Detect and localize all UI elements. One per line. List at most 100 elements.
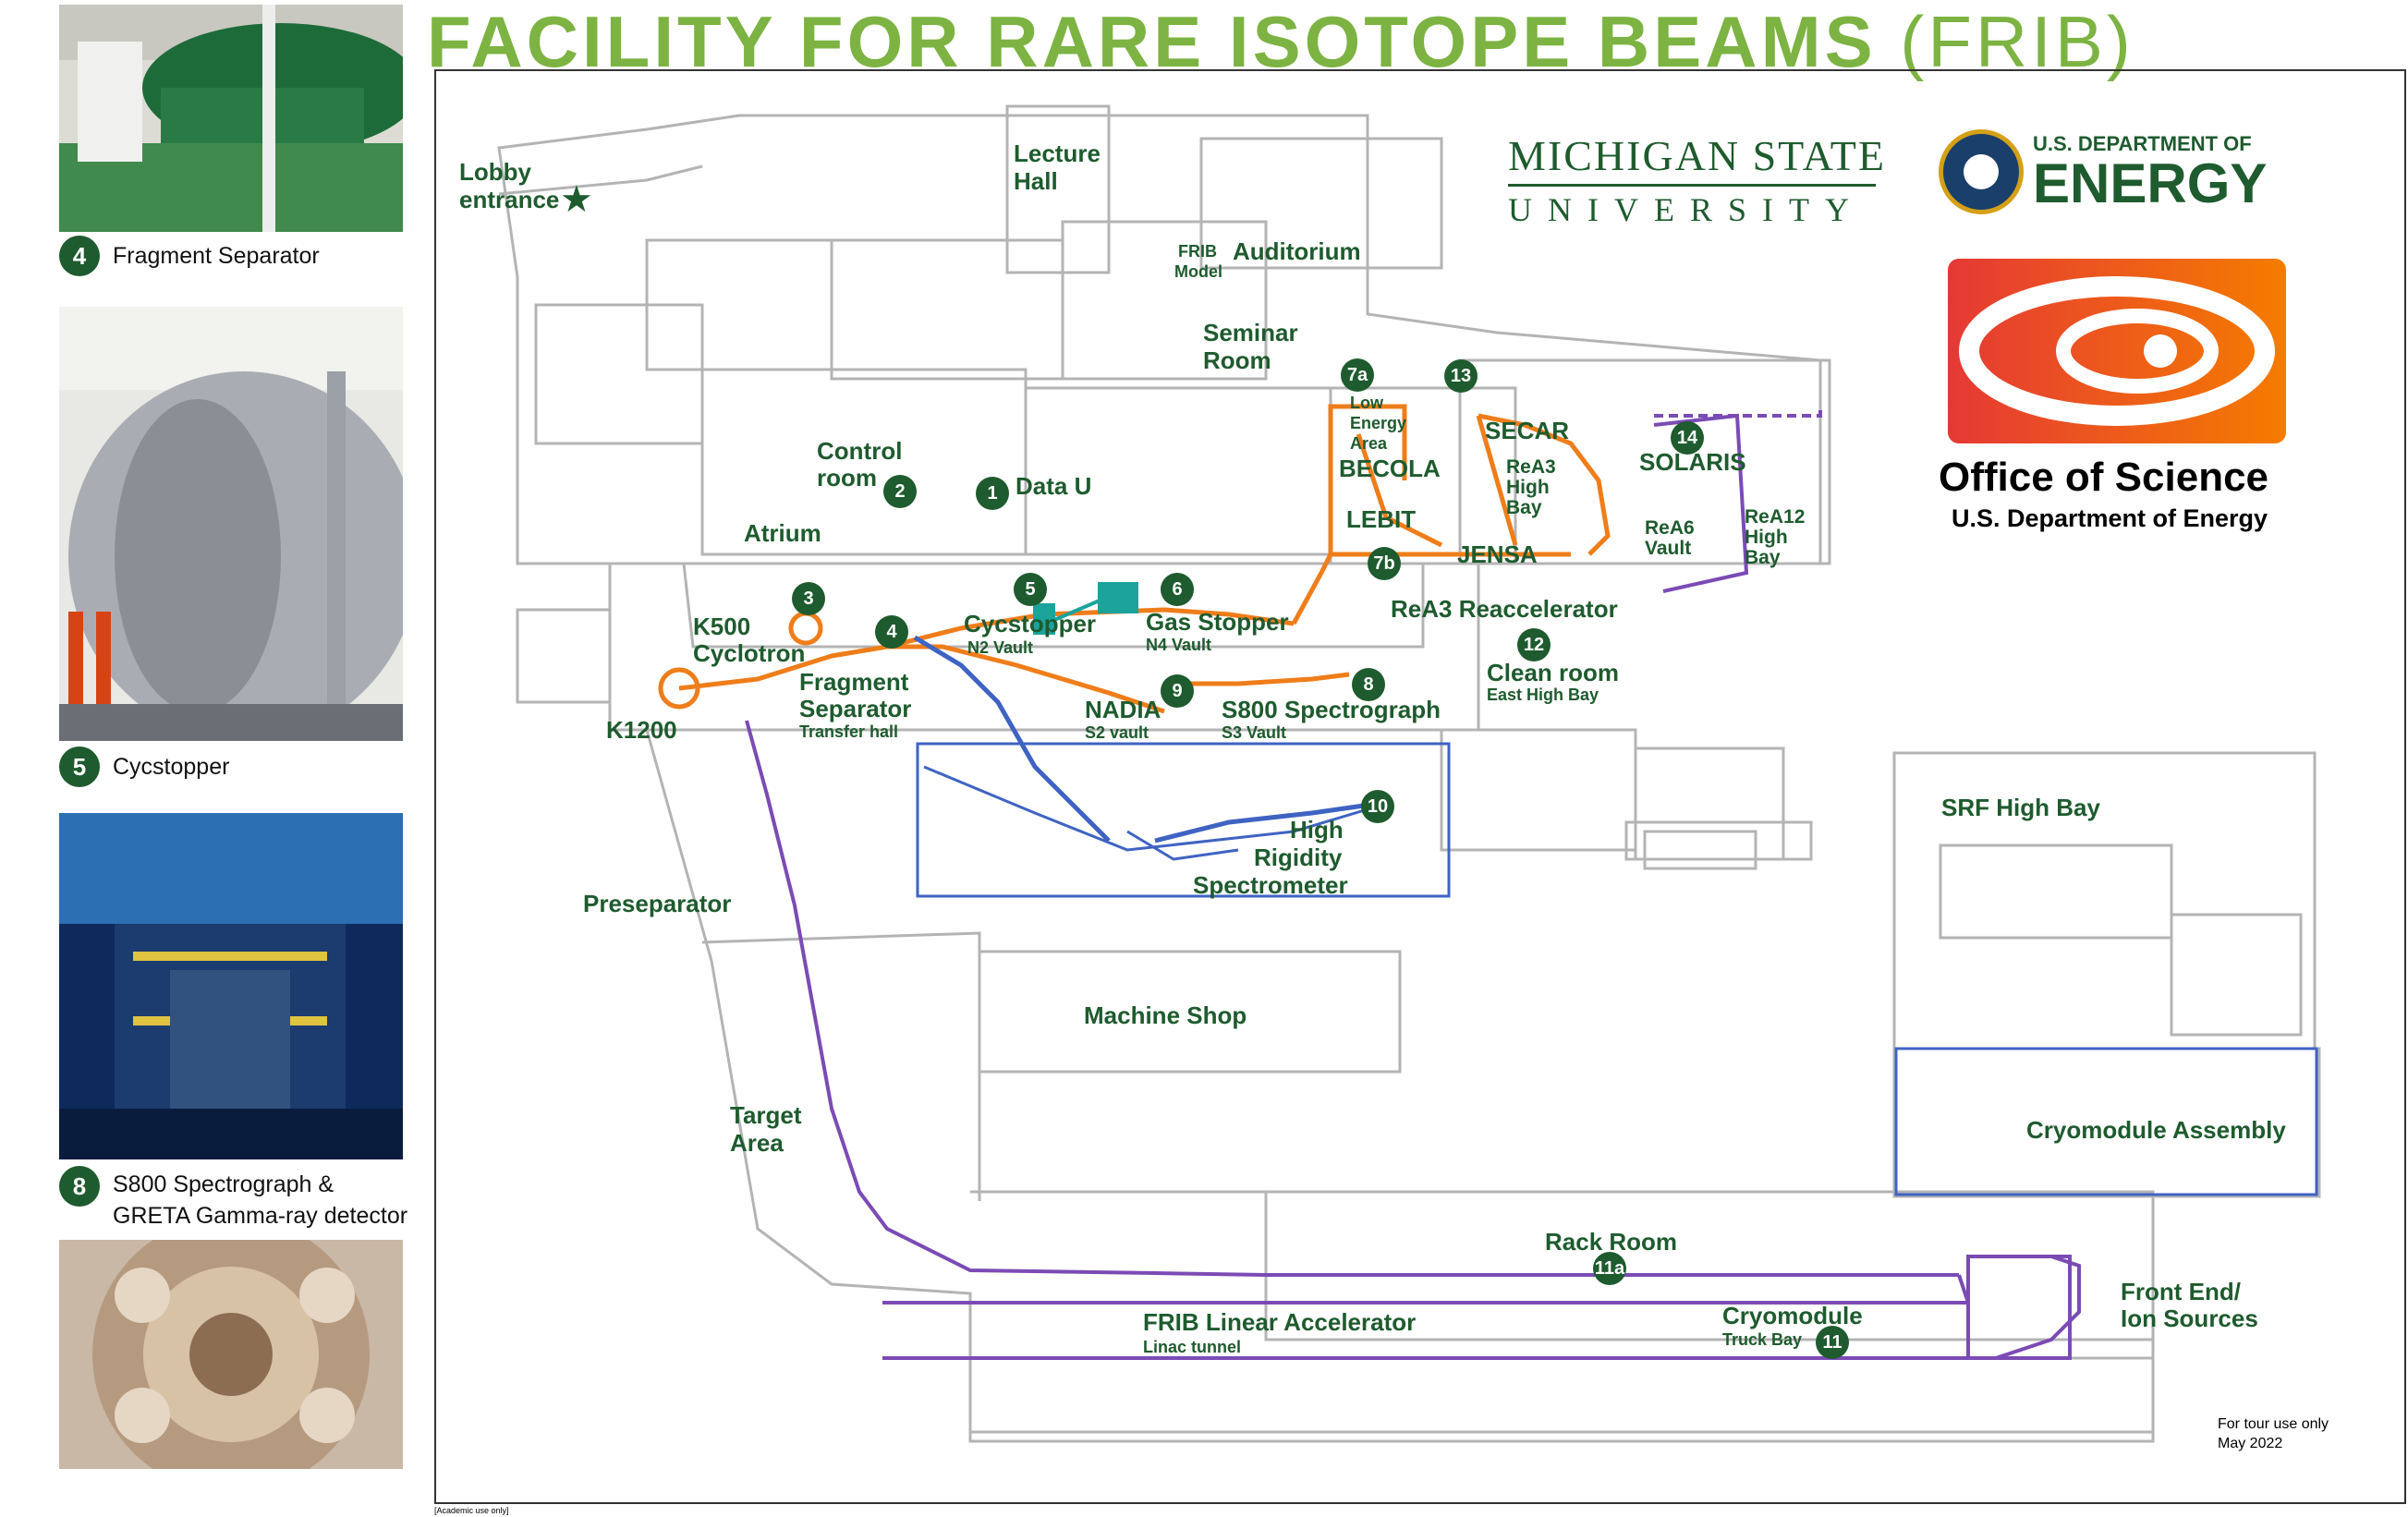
title-text: FACILITY FOR RARE ISOTOPE BEAMS [427,1,1877,82]
rea12-label-3: Bay [1745,547,1781,568]
secar-label: SECAR [1485,417,1570,444]
marker-11[interactable]: 11 [1816,1326,1849,1359]
becola-label: BECOLA [1339,455,1441,482]
s800-spectrograph-label: S800 Spectrograph [1222,696,1441,723]
marker-8[interactable]: 8 [1352,668,1385,701]
page-title: FACILITY FOR RARE ISOTOPE BEAMS (FRIB) [427,0,2134,84]
doe-logo: U.S. DEPARTMENT OF ENERGY [1939,129,2267,214]
marker-8-badge: 8 [59,1166,100,1207]
caption-line-1: S800 Spectrograph & [113,1171,334,1197]
marker-7a[interactable]: 7a [1341,358,1374,392]
frib-linac-label: FRIB Linear Accelerator [1143,1308,1417,1336]
frib-model-label-1: FRIB [1178,242,1217,261]
marker-14[interactable]: 14 [1671,421,1704,455]
msu-line-2: UNIVERSITY [1508,191,1865,228]
cryomodule-assembly-label: Cryomodule Assembly [2026,1116,2286,1144]
facility-map-frame [434,69,2406,1504]
fragment-label: Fragment [799,668,909,696]
control-label: Control [817,437,903,465]
hall-label: Hall [1014,167,1058,195]
msu-divider [1508,184,1876,187]
auditorium-label: Auditorium [1233,237,1361,265]
target-area-label: Area [730,1129,784,1157]
truck-bay-label: Truck Bay [1722,1330,1803,1349]
marker-6[interactable]: 6 [1161,573,1194,606]
lobby-label: Lobby [459,158,531,186]
caption-text-block: S800 Spectrograph & GRETA Gamma-ray dete… [113,1170,407,1232]
control-room-label: room [817,464,877,492]
caption-text: Cycstopper [113,754,230,780]
k500-label: K500 [693,613,751,640]
frib-model-label-2: Model [1174,262,1222,281]
marker-1[interactable]: 1 [976,477,1009,510]
cycstopper-photo [59,307,403,741]
marker-5[interactable]: 5 [1014,573,1047,606]
s2-vault-label: S2 vault [1085,723,1149,742]
low-energy-label-3: Area [1350,434,1388,453]
hrs-label-3: Spectrometer [1193,871,1348,899]
doe-line-1: U.S. DEPARTMENT OF [2033,132,2252,155]
caption-cycstopper: 5 Cycstopper [59,746,229,787]
target-label: Target [730,1101,802,1129]
lobby-entrance-label: entrance [459,186,560,213]
front-end-label: Front End/ [2121,1278,2241,1305]
n2-vault-label: N2 Vault [967,638,1034,657]
lebit-label: LEBIT [1346,505,1417,533]
low-energy-label-2: Energy [1350,414,1407,432]
caption-line-2: GRETA Gamma-ray detector [113,1202,408,1229]
doe-text: U.S. DEPARTMENT OF ENERGY [2033,132,2267,212]
linac-tunnel-label: Linac tunnel [1143,1338,1242,1356]
marker-5-badge: 5 [59,746,100,787]
oos-line-1: Office of Science [1939,455,2269,500]
lecture-label: Lecture [1014,140,1101,167]
rack-room-label: Rack Room [1545,1228,1678,1256]
separator-label: Separator [799,695,912,722]
msu-line-1: MICHIGAN STATE [1508,132,1886,179]
k1200-label: K1200 [606,716,677,744]
rea6-vault-label-2: Vault [1645,538,1692,559]
seminar-label: Seminar [1203,319,1298,346]
msu-logo: MICHIGAN STATE UNIVERSITY [1508,131,1886,229]
marker-3[interactable]: 3 [792,582,825,615]
marker-12[interactable]: 12 [1517,628,1551,661]
east-high-bay-label: East High Bay [1487,686,1599,704]
rea3-high-bay-label-3: Bay [1506,497,1542,518]
transfer-hall-label: Transfer hall [799,722,899,741]
marker-2[interactable]: 2 [883,475,917,508]
title-abbr: (FRIB) [1900,1,2134,82]
nadia-label: NADIA [1085,696,1161,723]
marker-13[interactable]: 13 [1444,359,1478,393]
oos-line-2: U.S. Department of Energy [1952,504,2268,532]
marker-11a[interactable]: 11a [1593,1252,1626,1285]
srf-high-bay-label: SRF High Bay [1941,794,2100,821]
office-of-science-logo-icon [1948,259,2286,443]
data-u-label: Data U [1015,472,1092,500]
n4-vault-label: N4 Vault [1146,636,1212,654]
atrium-label: Atrium [744,519,821,547]
seminar-room-label: Room [1203,346,1271,374]
rea3-high-bay-label-1: ReA3 [1506,456,1556,478]
hrs-label-1: High [1290,816,1344,843]
marker-7b[interactable]: 7b [1368,547,1401,580]
tour-use-line-2: May 2022 [2218,1435,2283,1451]
doe-seal-icon [1939,129,2024,214]
marker-9[interactable]: 9 [1161,674,1194,708]
caption-fragment-separator: 4 Fragment Separator [59,236,320,276]
tour-use-line-1: For tour use only [2218,1416,2329,1432]
cyclotron-label: Cyclotron [693,639,806,667]
rea12-label-2: High [1745,527,1788,548]
clean-room-label: Clean room [1487,659,1620,686]
caption-text: Fragment Separator [113,243,320,269]
greta-detector-photo [59,1240,403,1469]
fragment-separator-photo [59,5,403,232]
machine-shop-label: Machine Shop [1084,1001,1247,1029]
preseparator-label: Preseparator [583,890,732,917]
marker-4[interactable]: 4 [875,615,908,649]
ion-sources-label: Ion Sources [2121,1305,2258,1332]
jensa-label: JENSA [1457,540,1538,568]
cryomodule-label: Cryomodule [1722,1302,1863,1329]
s800-spectrograph-photo [59,813,403,1159]
tour-use-note: For tour use only May 2022 [2218,1415,2329,1454]
marker-10[interactable]: 10 [1361,790,1394,823]
rea3-high-bay-label-2: High [1506,477,1550,498]
